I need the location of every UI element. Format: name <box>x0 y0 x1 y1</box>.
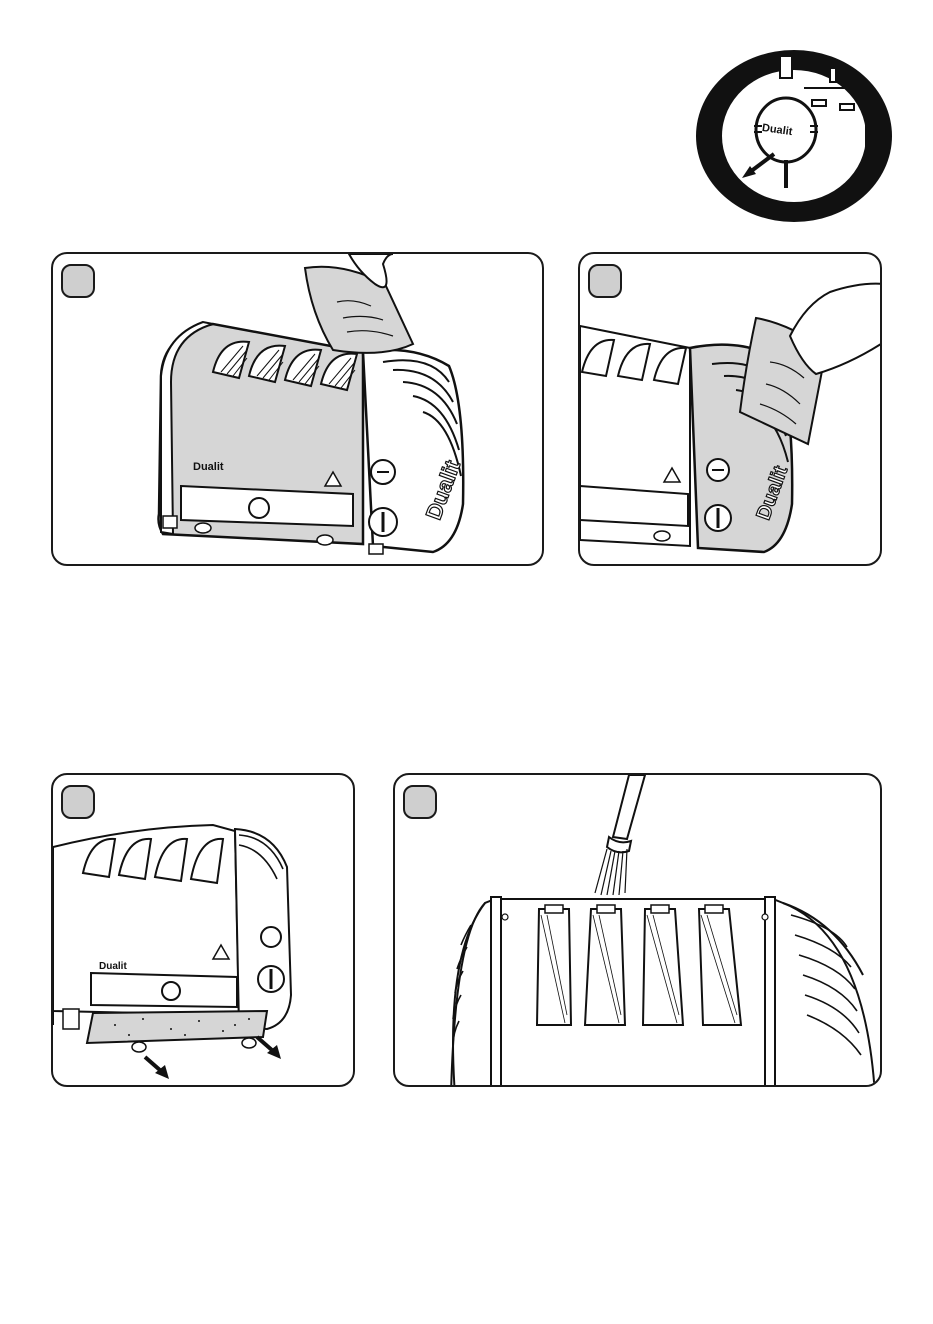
crumb-tray-illustration: Dualit <box>53 775 355 1087</box>
step-panel-wipe-end-panel: Dualit <box>578 252 882 566</box>
body-logo-text: Dualit <box>193 461 224 473</box>
step-panel-wipe-body: Dualit Dualit <box>51 252 544 566</box>
toaster-illustration: Dualit Dualit <box>53 254 544 566</box>
step-badge <box>61 785 95 819</box>
step-panel-brush-slots <box>393 773 882 1087</box>
body-logo-text: Dualit <box>99 961 127 972</box>
cloth-icon <box>305 267 413 353</box>
step-badge <box>403 785 437 819</box>
step-badge <box>588 264 622 298</box>
step-badge <box>61 264 95 298</box>
brush-icon <box>595 775 645 895</box>
arrow-icon <box>145 1057 169 1079</box>
arrow-icon <box>257 1037 281 1059</box>
brush-slots-illustration <box>395 775 882 1087</box>
step-panel-remove-crumb-tray: Dualit <box>51 773 355 1087</box>
unplug-callout-icon: Dualit <box>694 48 894 224</box>
hand-icon <box>790 284 882 374</box>
toaster-end-illustration: Dualit <box>580 254 882 566</box>
